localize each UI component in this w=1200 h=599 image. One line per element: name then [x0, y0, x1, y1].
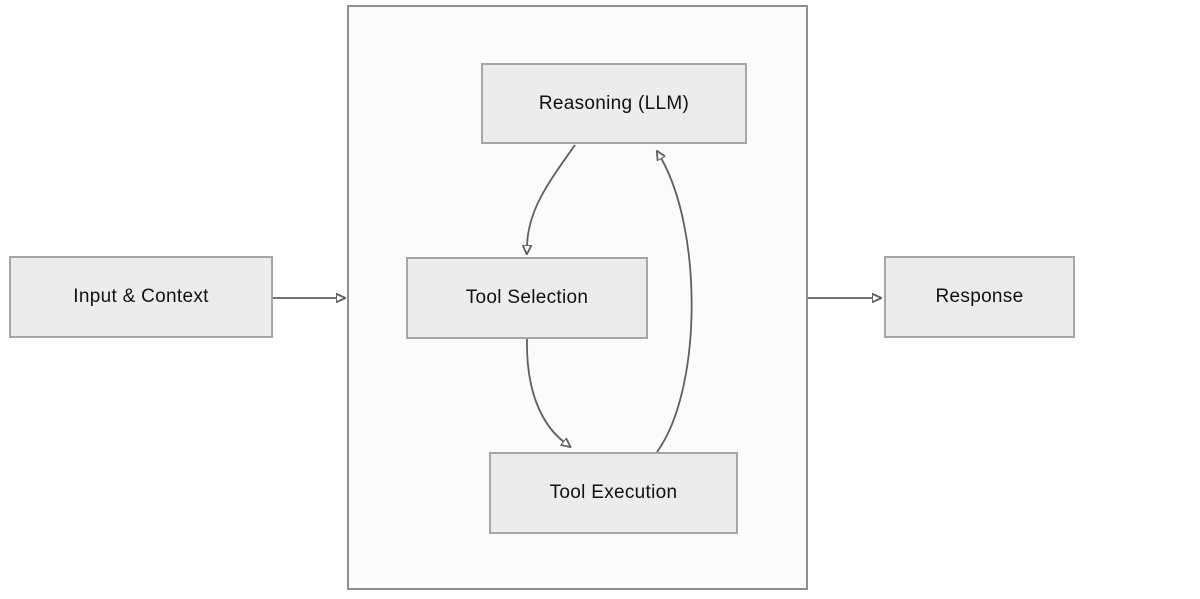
node-reasoning-llm-label: Reasoning (LLM) [538, 92, 690, 114]
node-response: Response [884, 256, 1075, 338]
node-input-context: Input & Context [9, 256, 273, 338]
node-tool-execution: Tool Execution [489, 452, 738, 534]
node-response-label: Response [935, 286, 1024, 307]
node-reasoning-llm: Reasoning (LLM) [481, 63, 747, 144]
node-tool-execution-label: Tool Execution [549, 482, 678, 503]
node-tool-selection-label: Tool Selection [465, 287, 589, 308]
node-input-context-label: Input & Context [73, 286, 209, 307]
node-tool-selection: Tool Selection [406, 257, 648, 339]
